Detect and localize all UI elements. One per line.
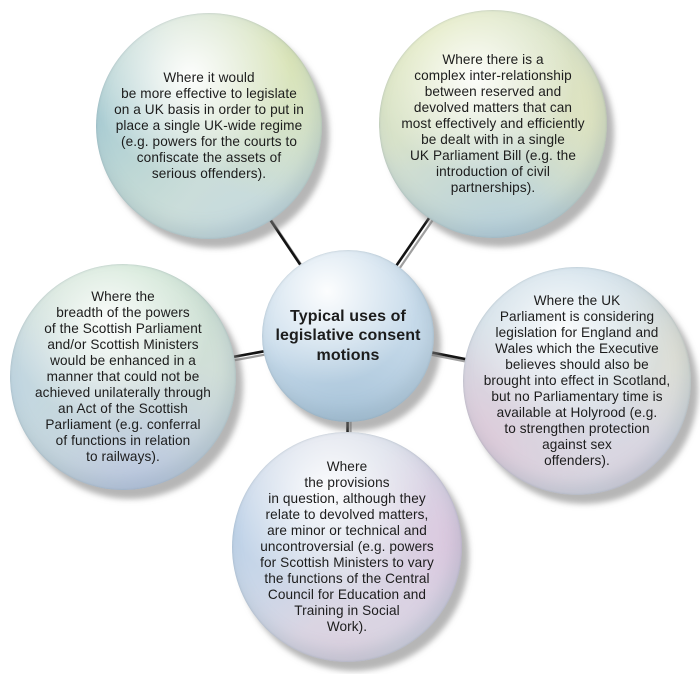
bubble-minor-technical-provisions-text: Where the provisions in question, althou… (260, 459, 434, 634)
bubble-england-wales-legislation-text: Where the UK Parliament is considering l… (483, 293, 671, 468)
bubble-enhanced-scottish-powers: Where the breadth of the powers of the S… (10, 264, 236, 490)
bubble-complex-inter-relationship: Where there is a complex inter-relations… (379, 10, 607, 238)
diagram-title: Typical uses of legislative consent moti… (275, 307, 421, 364)
bubble-complex-inter-relationship-text: Where there is a complex inter-relations… (401, 52, 585, 195)
bubble-uk-wide-regime-text: Where it would be more effective to legi… (114, 70, 304, 181)
bubble-center-title: Typical uses of legislative consent moti… (262, 250, 434, 422)
bubble-minor-technical-provisions: Where the provisions in question, althou… (232, 432, 462, 662)
bubble-enhanced-scottish-powers-text: Where the breadth of the powers of the S… (35, 289, 211, 464)
bubble-uk-wide-regime: Where it would be more effective to legi… (96, 13, 322, 239)
bubble-england-wales-legislation: Where the UK Parliament is considering l… (463, 267, 691, 495)
